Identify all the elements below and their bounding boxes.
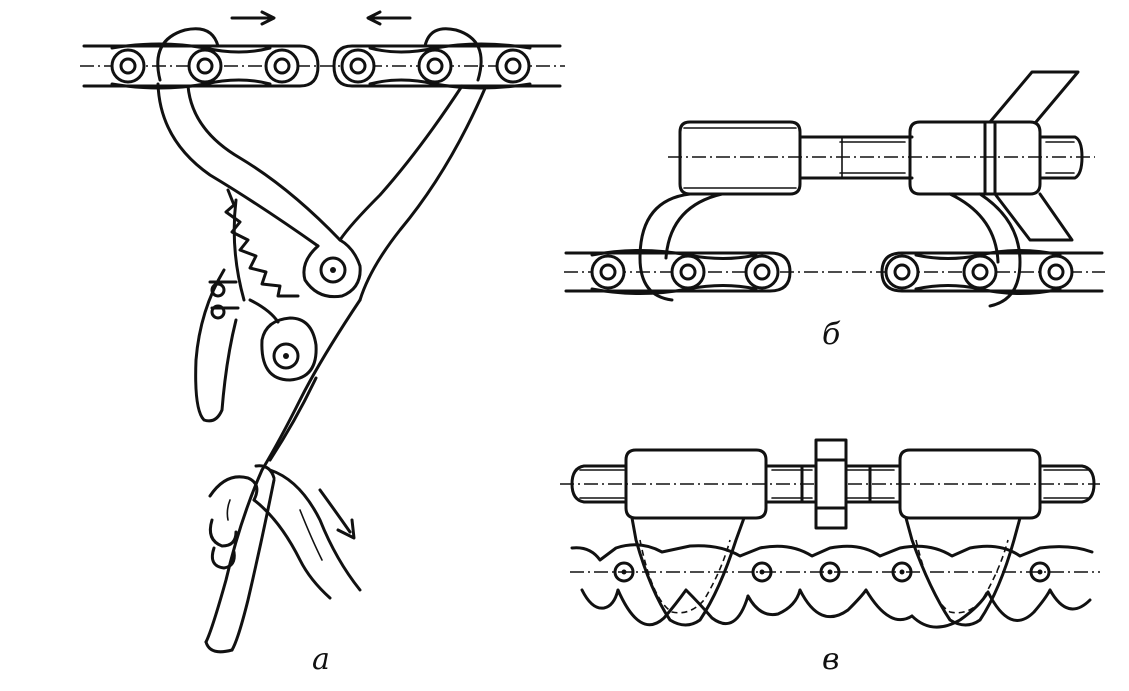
left-clamp-jaw <box>630 516 746 627</box>
side-lever <box>194 268 240 423</box>
threaded-rod-v <box>764 464 902 504</box>
wing-tab-bottom <box>993 192 1074 242</box>
knife-teeth <box>580 588 1092 629</box>
hidden-knife-right <box>915 539 1009 614</box>
left-barrel-b <box>678 120 802 196</box>
right-clamp-jaw <box>904 516 1022 627</box>
panel-label-b: б <box>822 317 841 352</box>
right-thread-end-v <box>1038 464 1096 504</box>
chain-segment-left <box>82 42 320 90</box>
left-barrel-v <box>624 448 768 520</box>
panel-label-v: в <box>822 642 840 677</box>
knife-rivets <box>613 561 1051 583</box>
left-hook-b-inner <box>664 192 724 260</box>
chain-segment-b-left <box>564 249 792 295</box>
panel-label-a: а <box>312 642 330 677</box>
right-arrow-icon <box>230 10 276 26</box>
hidden-knife-left <box>639 539 731 614</box>
hand-drawing <box>208 464 362 600</box>
chain-segment-b-right <box>880 249 1104 295</box>
panel-v-knife-clamp <box>560 438 1100 629</box>
rotation-arrow-icon <box>318 488 356 540</box>
right-hook-b <box>978 192 1022 308</box>
panel-a-chain-puller <box>80 10 565 654</box>
right-lever-arm <box>338 84 488 302</box>
chain-segment-right <box>332 42 562 90</box>
left-hook <box>156 27 220 82</box>
right-hook <box>423 27 483 82</box>
left-thread-end-v <box>570 464 628 504</box>
panel-b-turnbuckle <box>564 70 1105 308</box>
serrated-jaw <box>224 188 300 298</box>
left-lever-arm <box>156 82 362 299</box>
handle-shaft <box>204 298 362 654</box>
left-arrow-icon <box>366 10 412 26</box>
threaded-rod-b <box>798 135 914 180</box>
right-barrel-v <box>898 448 1042 520</box>
center-nut-v <box>814 438 848 530</box>
right-barrel-b <box>908 120 1084 196</box>
knife-bar <box>570 543 1094 562</box>
wing-tab-top <box>988 70 1080 124</box>
lower-pivot <box>248 298 318 382</box>
